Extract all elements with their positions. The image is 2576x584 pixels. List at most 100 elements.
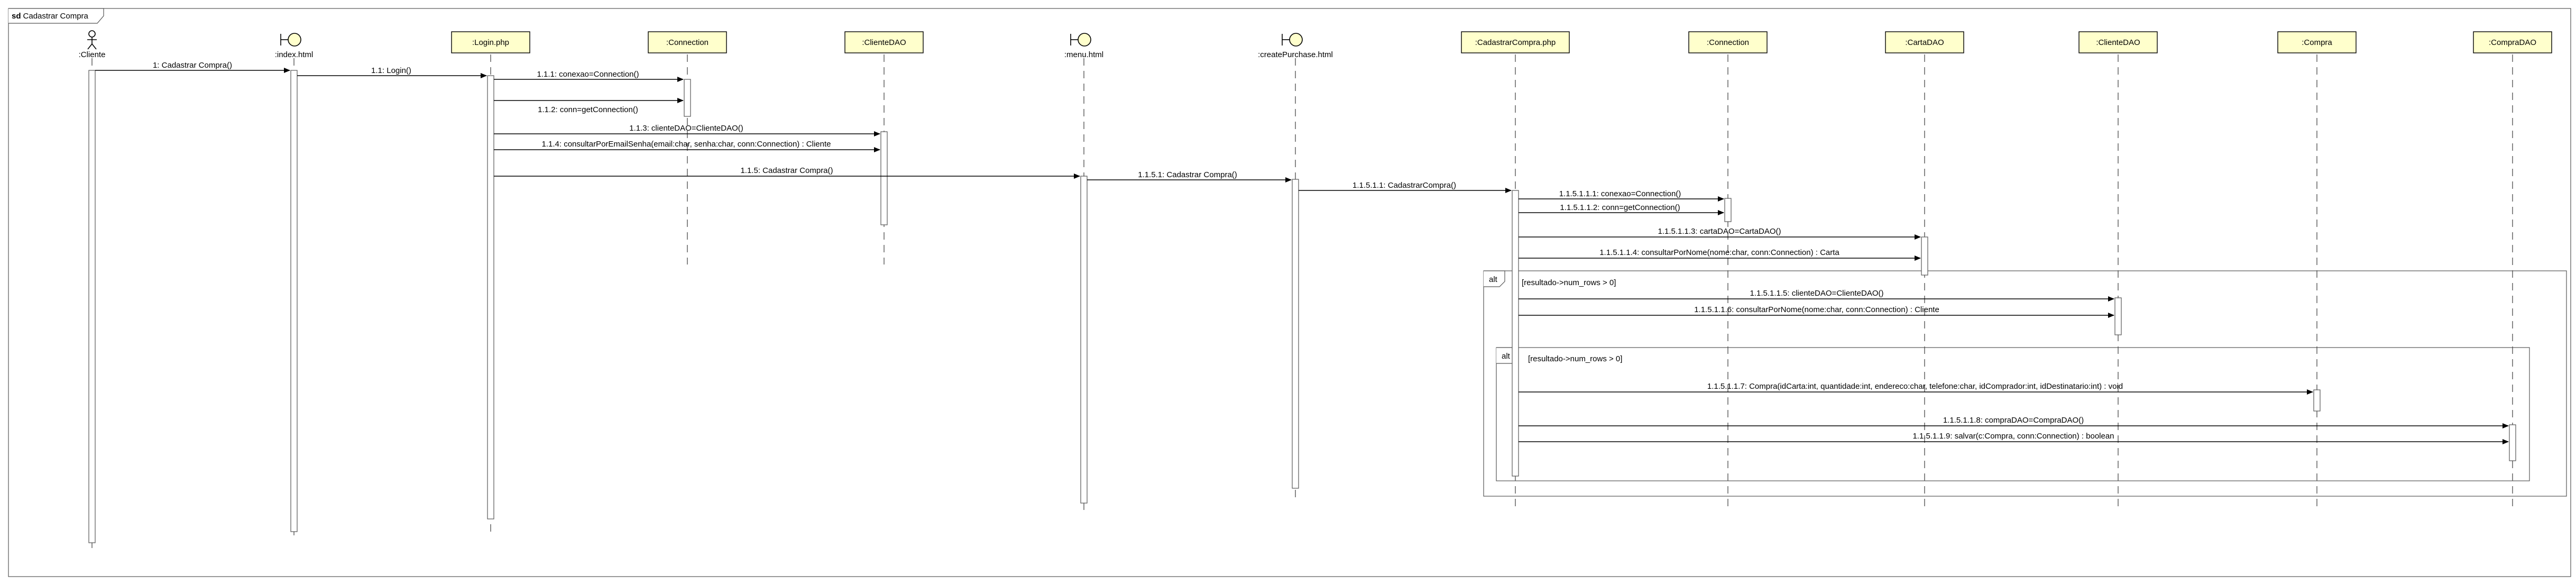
message: 1.1.2: conn=getConnection()	[494, 98, 684, 114]
message-label: 1.1.5.1.1.4: consultarPorNome(nome:char,…	[1599, 248, 1839, 257]
message-label: 1.1.5.1.1: CadastrarCompra()	[1353, 181, 1456, 190]
message-label: 1.1.5: Cadastrar Compra()	[740, 166, 833, 175]
message-label: 1.1.3: clienteDAO=ClienteDAO()	[629, 124, 743, 133]
messages: 1: Cadastrar Compra() 1.1: Login() 1.1.1…	[95, 61, 2509, 444]
message: 1.1.5.1.1.1: conexao=Connection()	[1519, 189, 1724, 202]
message: 1.1.1: conexao=Connection()	[494, 70, 684, 82]
fragment-alt-inner: alt [resultado->num_rows > 0]	[1496, 347, 2530, 481]
activation-bar	[1292, 179, 1299, 489]
lifeline-clientedao-1: :ClienteDAO	[844, 31, 924, 53]
fragment-guard: [resultado->num_rows > 0]	[1528, 354, 1622, 363]
message: 1.1.5.1.1.7: Compra(idCarta:int, quantid…	[1519, 382, 2313, 395]
boundary-icon	[1282, 33, 1303, 47]
lifeline-label: :CartaDAO	[1905, 38, 1944, 47]
message-label: 1.1.5.1.1.8: compraDAO=CompraDAO()	[1943, 416, 2084, 425]
activation-bar	[880, 131, 888, 225]
lifeline-lines	[91, 54, 2513, 550]
activation-bar	[1921, 236, 1928, 276]
activation-bar	[290, 70, 298, 532]
message: 1.1.5.1.1: CadastrarCompra()	[1299, 181, 1512, 193]
lifeline-head-box	[2078, 31, 2158, 53]
actor-icon	[87, 30, 97, 50]
message: 1.1.5.1: Cadastrar Compra()	[1087, 170, 1292, 182]
fragment-guard: [resultado->num_rows > 0]	[1522, 278, 1616, 287]
message: 1.1.5.1.1.6: consultarPorNome(nome:char,…	[1519, 305, 2114, 318]
message-label: 1.1.5.1: Cadastrar Compra()	[1138, 170, 1237, 179]
fragment-operator: alt	[1489, 275, 1498, 284]
activation-bar	[1080, 176, 1088, 504]
activation-bar	[2313, 389, 2321, 412]
message: 1.1.3: clienteDAO=ClienteDAO()	[494, 124, 880, 136]
activation-bar	[2509, 424, 2516, 461]
lifeline-connection-2: :Connection	[1688, 31, 1768, 53]
lifeline-label: :Connection	[666, 38, 709, 47]
activation-bar	[88, 70, 96, 543]
lifeline-login: :Login.php	[451, 31, 530, 53]
fragment-alt-outer: alt [resultado->num_rows > 0]	[1483, 270, 2567, 497]
lifeline-index: :index.html	[275, 33, 314, 59]
sd-frame-tab	[8, 8, 104, 24]
lifeline-head-box	[648, 31, 727, 53]
lifeline-clientedao-2: :ClienteDAO	[2078, 31, 2158, 53]
message-label: 1: Cadastrar Compra()	[153, 61, 232, 70]
message-label: 1.1.2: conn=getConnection()	[538, 105, 638, 114]
message: 1.1: Login()	[297, 66, 487, 78]
message-label: 1.1.5.1.1.6: consultarPorNome(nome:char,…	[1694, 305, 1939, 314]
message-label: 1.1.4: consultarPorEmailSenha(email:char…	[542, 140, 831, 149]
lifeline-head-box	[1885, 31, 1964, 53]
message-label: 1.1.5.1.1.7: Compra(idCarta:int, quantid…	[1707, 382, 2123, 391]
lifeline-menu: :menu.html	[1064, 33, 1103, 59]
activation-bar	[684, 79, 691, 117]
sd-frame	[8, 8, 2571, 577]
lifeline-compra: :Compra	[2277, 31, 2357, 53]
message: 1.1.5: Cadastrar Compra()	[494, 166, 1080, 179]
lifeline-cadastrarcompra: :CadastrarCompra.php	[1461, 31, 1570, 53]
message-label: 1.1.5.1.1.1: conexao=Connection()	[1559, 189, 1681, 198]
lifeline-head-box	[451, 31, 530, 53]
lifeline-label: :index.html	[275, 50, 314, 59]
lifeline-cliente: :Cliente	[79, 30, 106, 59]
fragment-operator: alt	[1502, 352, 1511, 361]
activation-bar	[1512, 190, 1519, 477]
lifeline-connection-1: :Connection	[648, 31, 727, 53]
lifeline-label: :Cliente	[79, 50, 106, 59]
boundary-icon	[1070, 33, 1091, 47]
lifeline-label: :ClienteDAO	[2096, 38, 2140, 47]
message: 1.1.4: consultarPorEmailSenha(email:char…	[494, 140, 880, 152]
boundary-icon	[280, 33, 301, 47]
message: 1.1.5.1.1.8: compraDAO=CompraDAO()	[1519, 416, 2509, 428]
lifeline-compradao: :CompraDAO	[2473, 31, 2552, 53]
lifeline-label: :CadastrarCompra.php	[1475, 38, 1556, 47]
activation-bar	[1724, 198, 1732, 222]
lifeline-head-box	[844, 31, 924, 53]
lifeline-createpurchase: :createPurchase.html	[1258, 33, 1333, 59]
lifeline-head-box	[1688, 31, 1768, 53]
message-label: 1.1.5.1.1.3: cartaDAO=CartaDAO()	[1658, 227, 1781, 236]
lifeline-head-box	[1461, 31, 1570, 53]
message: 1.1.5.1.1.9: salvar(c:Compra, conn:Conne…	[1519, 432, 2509, 444]
message: 1.1.5.1.1.4: consultarPorNome(nome:char,…	[1519, 248, 1921, 261]
activation-bar	[2114, 297, 2122, 335]
lifeline-label: :ClienteDAO	[862, 38, 906, 47]
lifeline-head-box	[2473, 31, 2552, 53]
activation-bars	[88, 70, 2516, 543]
lifeline-label: :createPurchase.html	[1258, 50, 1333, 59]
message-label: 1.1.5.1.1.2: conn=getConnection()	[1560, 203, 1680, 212]
activation-bar	[487, 75, 494, 519]
message-label: 1.1.5.1.1.5: clienteDAO=ClienteDAO()	[1750, 289, 1883, 298]
message: 1.1.5.1.1.5: clienteDAO=ClienteDAO()	[1519, 289, 2114, 302]
lifeline-label: :Compra	[2302, 38, 2332, 47]
lifeline-label: :Connection	[1707, 38, 1749, 47]
lifeline-cartadao: :CartaDAO	[1885, 31, 1964, 53]
message-label: 1.1: Login()	[371, 66, 411, 75]
lifeline-label: :Login.php	[472, 38, 509, 47]
lifeline-head-box	[2277, 31, 2357, 53]
message: 1: Cadastrar Compra()	[95, 61, 290, 73]
message: 1.1.5.1.1.2: conn=getConnection()	[1519, 203, 1724, 215]
message-label: 1.1.5.1.1.9: salvar(c:Compra, conn:Conne…	[1912, 432, 2114, 441]
lifeline-label: :menu.html	[1064, 50, 1103, 59]
message: 1.1.5.1.1.3: cartaDAO=CartaDAO()	[1519, 227, 1921, 240]
message-label: 1.1.1: conexao=Connection()	[537, 70, 639, 79]
